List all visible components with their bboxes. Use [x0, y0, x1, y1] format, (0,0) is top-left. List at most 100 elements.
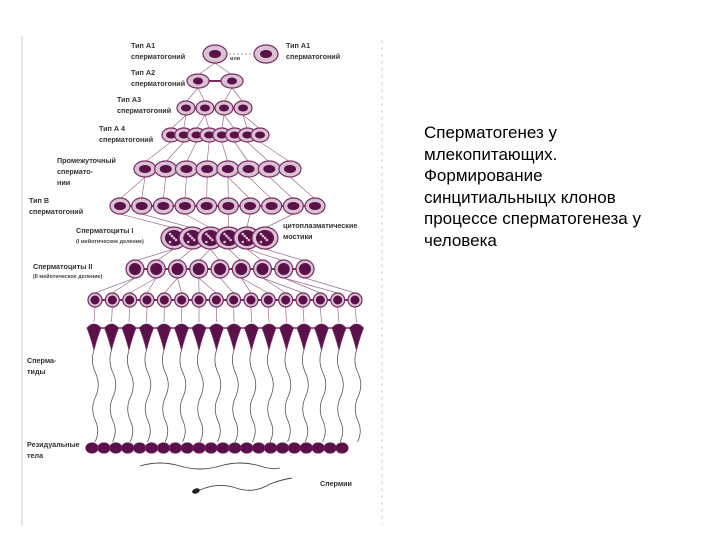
chromatin-dot	[186, 240, 190, 244]
int-b-link	[227, 176, 251, 200]
label-residual-2: тела	[27, 451, 44, 460]
spermatid-round-cell-nucleus	[211, 295, 221, 305]
type-b-cell-nucleus	[244, 202, 256, 210]
sd-elong-link	[285, 306, 287, 323]
label-spermatids-1: Сперма-	[27, 356, 57, 365]
label-type-a4-1: Тип А 4	[99, 124, 125, 133]
spermatid-tail	[354, 349, 362, 443]
spermatid-elongating	[331, 323, 347, 351]
residual-body-cell-nucleus	[205, 443, 218, 453]
label-spermatids-2: тиды	[27, 367, 46, 376]
residual-body-cell-nucleus	[157, 443, 170, 453]
intermediate-cell-nucleus	[201, 165, 214, 173]
spermatid-round-cell-nucleus	[90, 295, 100, 305]
spermatid-tail	[302, 349, 309, 443]
spermatocyte-2-cell-nucleus	[150, 263, 163, 275]
spermatid-round-cell-nucleus	[333, 295, 343, 305]
type-a3-cell-nucleus	[181, 104, 191, 112]
residual-body-cell-nucleus	[145, 443, 158, 453]
residual-body-cell-nucleus	[240, 443, 253, 453]
spermatid-elongating	[226, 323, 242, 351]
residual-body-cell-nucleus	[193, 443, 206, 453]
chromatin-dot	[229, 238, 232, 242]
chromatin-dot	[223, 240, 226, 244]
spermatid-elongating	[209, 323, 224, 351]
chromatin-dot	[192, 238, 196, 242]
residual-body-cell-nucleus	[288, 443, 301, 453]
a4-int-link	[234, 141, 249, 163]
label-type-a2-1: Тип А2	[131, 68, 155, 77]
chromatin-dot	[168, 232, 172, 236]
spermatid-tail	[337, 349, 344, 443]
chromatin-dot	[263, 236, 267, 240]
spermatid-tail	[144, 349, 152, 443]
sc2-sd-link	[283, 277, 338, 294]
type-b-cell-nucleus	[135, 202, 148, 210]
sc2-sd-link	[304, 277, 356, 294]
chromatin-dot	[259, 240, 263, 244]
int-b-link	[289, 176, 316, 200]
a4-int-link	[221, 141, 229, 163]
chromatin-dot	[245, 236, 249, 240]
spermatid-tail	[267, 349, 274, 443]
type-b-cell-nucleus	[114, 202, 126, 210]
int-b-link	[141, 176, 146, 200]
chromatin-dot	[261, 234, 265, 238]
int-b-link	[162, 176, 167, 200]
spermatid-round-cell-nucleus	[229, 295, 239, 305]
label-meiosis-2: (II мейотическое деление)	[33, 273, 103, 280]
sc2-sd-link	[94, 277, 136, 294]
type-b-cell-nucleus	[179, 202, 191, 210]
type-b-cell-nucleus	[200, 202, 213, 210]
chromatin-dot	[172, 236, 176, 240]
spermatid-elongating	[156, 323, 172, 351]
intermediate-cell-nucleus	[284, 165, 296, 173]
spermatid-round-cell-nucleus	[263, 295, 273, 305]
spermatid-round-cell-nucleus	[107, 295, 117, 305]
label-intermediate-3: нии	[57, 178, 70, 187]
sc2-sd-link	[198, 277, 217, 294]
sc2-sd-link	[219, 277, 234, 294]
spermatid-tail	[92, 349, 99, 443]
chromatin-dot	[207, 234, 210, 238]
type-b-cell-nucleus	[222, 202, 235, 210]
sc2-sd-link	[177, 277, 183, 294]
spermatid-elongating	[261, 323, 277, 351]
a3-a4-link	[223, 114, 235, 130]
a4-int-link	[165, 141, 184, 163]
label-type-a1-right-2: сперматогоний	[286, 52, 340, 61]
intermediate-cell-nucleus	[180, 165, 193, 173]
a3-a4-link	[221, 114, 225, 130]
sc1-sc2-link	[246, 248, 284, 262]
type-a4-cell-nucleus	[204, 131, 215, 139]
sc1-sc2-link	[177, 248, 193, 262]
sd-elong-link	[302, 306, 305, 323]
caption-line-6: человека	[424, 230, 497, 250]
chromatin-dot	[241, 240, 245, 244]
spermatid-elongating	[139, 323, 154, 351]
residual-body-cell-nucleus	[276, 443, 289, 453]
label-type-a1-left-2: сперматогоний	[131, 52, 185, 61]
sc2-sd-link	[262, 277, 286, 294]
type-b-cell-nucleus	[309, 202, 321, 210]
intermediate-cell-nucleus	[159, 165, 172, 173]
spermatid-round-cell-nucleus	[315, 295, 325, 305]
label-bridges-1: цитоплазматические	[283, 221, 357, 230]
type-a3-cell-nucleus	[200, 104, 210, 112]
spermatid-tail	[197, 349, 204, 443]
chromatin-dot	[225, 234, 228, 238]
slide-caption: Сперматогенез у млекопитающих. Формирова…	[424, 122, 700, 251]
label-intermediate-1: Промежуточный	[57, 156, 116, 165]
residual-body-cell-nucleus	[169, 443, 182, 453]
b-sc1-link	[246, 213, 251, 229]
spermatid-round-cell-nucleus	[159, 295, 169, 305]
int-b-link	[248, 176, 272, 200]
spermatid-round-cell-nucleus	[350, 295, 360, 305]
a4-int-link	[259, 141, 291, 163]
a4-int-link	[247, 141, 270, 163]
a1-a2-link	[214, 62, 233, 76]
type-b-cell-nucleus	[157, 202, 170, 210]
chromatin-dot	[211, 238, 214, 242]
spermatid-tail	[109, 349, 117, 443]
residual-body-cell-nucleus	[181, 443, 194, 453]
